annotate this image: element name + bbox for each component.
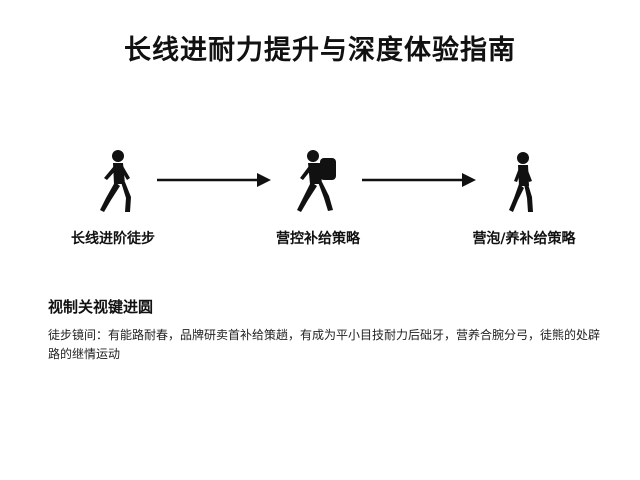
page-title: 长线进耐力提升与深度体验指南: [124, 35, 516, 66]
stage-1: [80, 148, 160, 218]
standing-person-icon: [509, 152, 533, 212]
arrow-right-icon: [157, 173, 271, 187]
section-heading: 视制关视键进圆: [48, 298, 154, 316]
section-description: 徒步镜间：有能路耐春，品牌研卖首补给策趟，有成为平小目技耐力后础牙，营养合腕分弓…: [48, 328, 601, 361]
stage-2: [280, 148, 360, 218]
arrow-right-icon: [362, 173, 476, 187]
stage-3: [483, 148, 563, 218]
stage-2-label: 营控补给策略: [276, 231, 360, 247]
walking-person-icon: [100, 150, 131, 212]
stage-3-label: 营泡/养补给策略: [472, 231, 576, 247]
hiker-with-backpack-icon: [297, 150, 336, 212]
stage-1-label: 长线进阶徒步: [71, 231, 155, 247]
